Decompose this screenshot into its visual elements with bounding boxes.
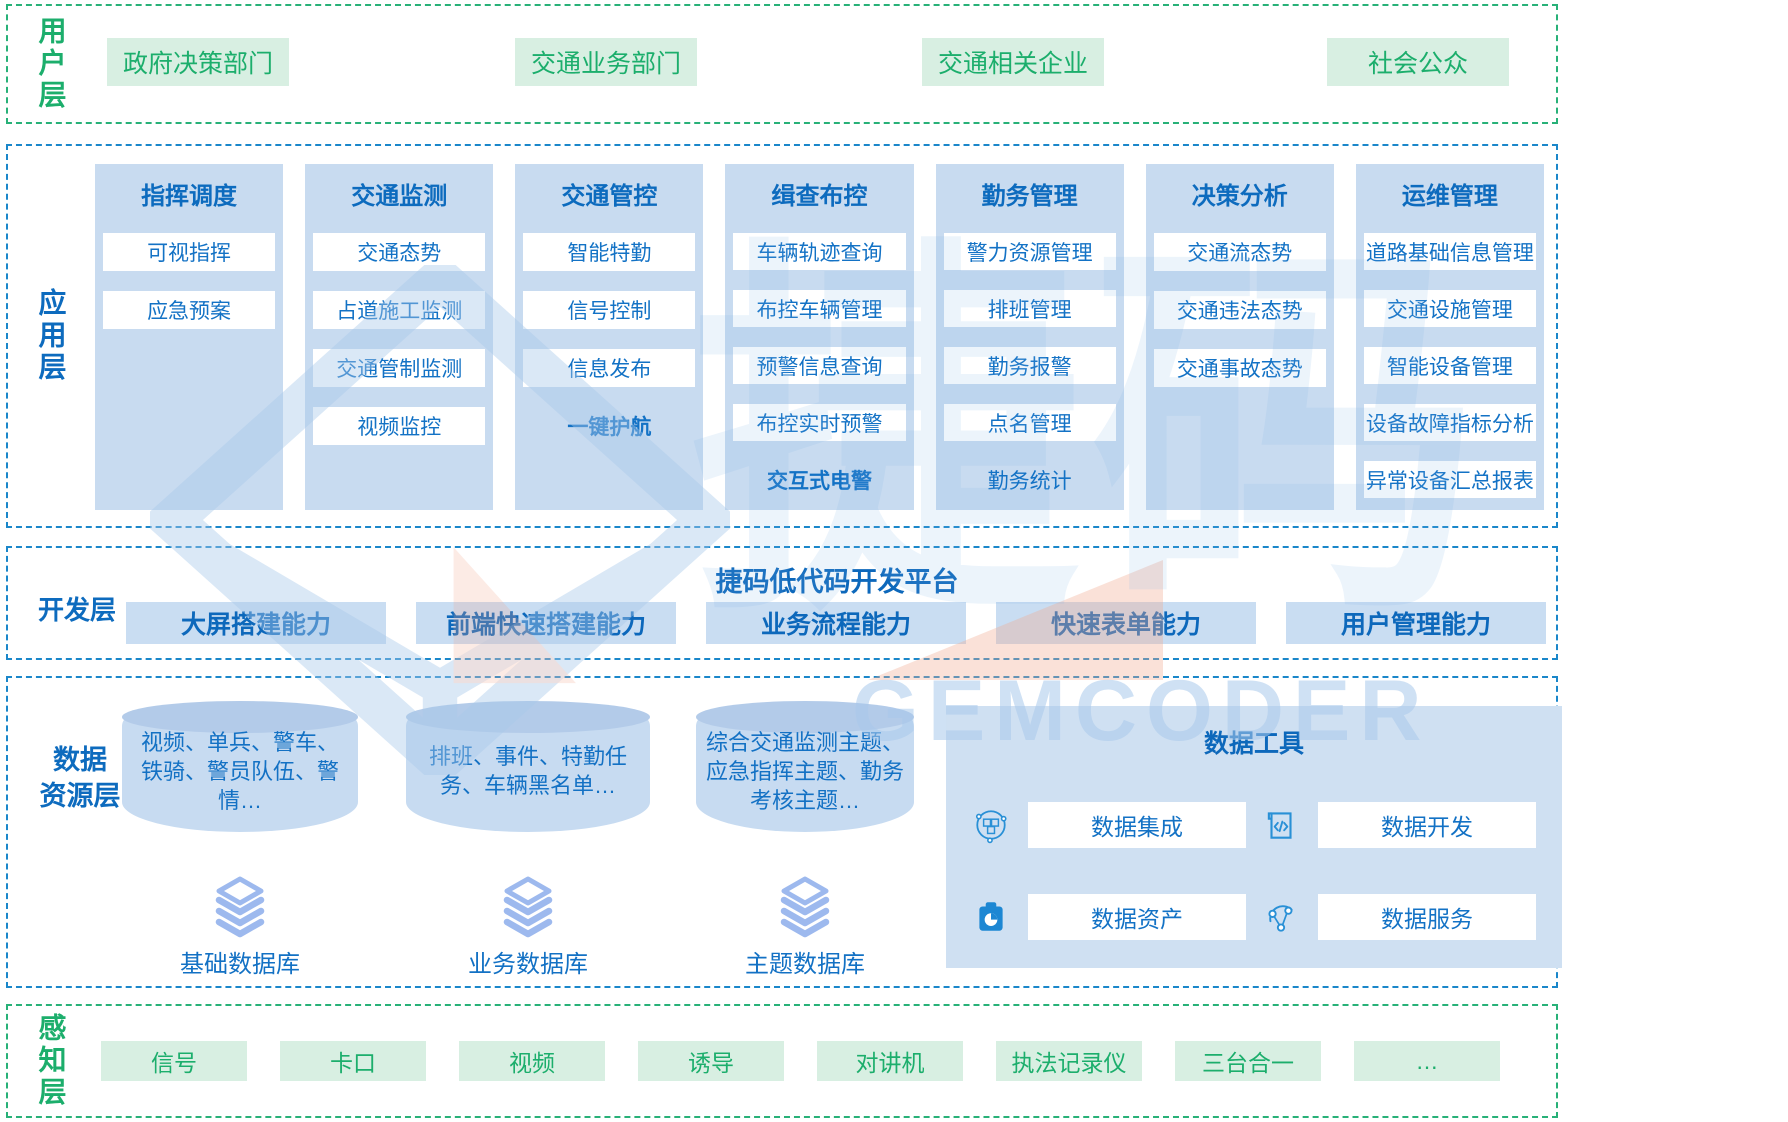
module-box: 占道施工监测 — [313, 291, 486, 329]
capability-box-workflow: 业务流程能力 — [706, 602, 966, 644]
capability-box-frontend: 前端快速搭建能力 — [416, 602, 676, 644]
module-box: 信息发布 — [523, 349, 696, 387]
perception-row: 信号 卡口 视频 诱导 对讲机 执法记录仪 三台合一 … — [93, 1006, 1556, 1116]
layers-stack-icon — [503, 876, 553, 938]
database-name-theme: 主题数据库 — [745, 951, 865, 978]
column-title: 交通管控 — [561, 183, 658, 210]
device-box-guidance: 诱导 — [638, 1041, 784, 1081]
module-box: 勤务统计 — [987, 469, 1072, 493]
app-column-ops-management: 运维管理 道路基础信息管理 交通设施管理 智能设备管理 设备故障指标分析 异常设… — [1355, 164, 1544, 510]
user-layer: 用户层 政府决策部门 交通业务部门 交通相关企业 社会公众 — [6, 4, 1558, 124]
tool-box-data-services: 数据服务 — [1318, 894, 1536, 940]
app-column-decision-analysis: 决策分析 交通流态势 交通违法态势 交通事故态势 — [1145, 164, 1334, 510]
application-layer: 应用层 指挥调度 可视指挥 应急预案 交通监测 交通态势 占道施工监测 交通管制… — [6, 144, 1558, 528]
data-tools-title: 数据工具 — [1203, 730, 1304, 758]
capability-box-bigscreen: 大屏搭建能力 — [126, 602, 386, 644]
module-box: 警力资源管理 — [943, 233, 1116, 270]
column-title: 勤务管理 — [981, 183, 1078, 210]
capability-box-forms: 快速表单能力 — [996, 602, 1256, 644]
application-layer-label: 应用层 — [35, 288, 67, 384]
module-box: 排班管理 — [943, 290, 1116, 327]
module-box: 布控车辆管理 — [733, 290, 906, 327]
capability-box-usermgmt: 用户管理能力 — [1286, 602, 1546, 644]
platform-title: 捷码低代码开发平台 — [715, 567, 959, 597]
data-resource-layer-label: 数据 资源层 — [39, 745, 121, 812]
app-column-traffic-control: 交通管控 智能特勤 信号控制 信息发布 一键护航 — [515, 164, 704, 510]
module-box: 智能设备管理 — [1363, 347, 1536, 384]
module-box: 车辆轨迹查询 — [733, 233, 906, 270]
device-box-bodycam: 执法记录仪 — [996, 1041, 1142, 1081]
tool-box-data-development: 数据开发 — [1318, 802, 1536, 848]
database-content: 排班、事件、特勤任务、车辆黑名单… — [428, 744, 627, 799]
database-name-business: 业务数据库 — [468, 951, 588, 978]
application-columns: 指挥调度 可视指挥 应急预案 交通监测 交通态势 占道施工监测 交通管制监测 视… — [93, 146, 1556, 526]
device-box-more: … — [1354, 1041, 1500, 1081]
database-content: 视频、单兵、警车、铁骑、警员队伍、警情… — [140, 730, 339, 814]
development-layer-label: 开发层 — [38, 595, 117, 625]
module-box: 交通事故态势 — [1153, 349, 1326, 387]
user-group-traffic-biz: 交通业务部门 — [515, 38, 697, 86]
module-box: 异常设备汇总报表 — [1363, 461, 1536, 498]
module-box: 智能特勤 — [523, 233, 696, 271]
user-group-government: 政府决策部门 — [107, 38, 289, 86]
device-box-three-in-one: 三台合一 — [1175, 1041, 1321, 1081]
share-nodes-icon — [1262, 898, 1300, 936]
module-box: 视频监控 — [313, 407, 486, 445]
data-resource-layer: 数据 资源层 视频、单兵、警车、铁骑、警员队伍、警情… 排班、事件、特勤任务、车… — [6, 676, 1562, 988]
app-column-duty-management: 勤务管理 警力资源管理 排班管理 勤务报警 点名管理 勤务统计 — [935, 164, 1124, 510]
code-window-icon — [1262, 806, 1300, 844]
module-box: 勤务报警 — [943, 347, 1116, 384]
perception-layer-label: 感知层 — [35, 1013, 67, 1109]
app-column-command-dispatch: 指挥调度 可视指挥 应急预案 — [95, 164, 284, 510]
device-box-checkpoint: 卡口 — [280, 1041, 426, 1081]
cubes-network-icon — [972, 806, 1010, 844]
module-box: 交通态势 — [313, 233, 486, 271]
perception-layer: 感知层 信号 卡口 视频 诱导 对讲机 执法记录仪 三台合一 … — [6, 1004, 1558, 1118]
module-box: 设备故障指标分析 — [1363, 404, 1536, 441]
module-box: 信号控制 — [523, 291, 696, 329]
module-box: 道路基础信息管理 — [1363, 233, 1536, 270]
device-box-signal: 信号 — [101, 1041, 247, 1081]
layers-stack-icon — [780, 876, 830, 938]
module-box: 交通违法态势 — [1153, 291, 1326, 329]
column-title: 决策分析 — [1191, 183, 1288, 210]
database-cylinder-basic: 视频、单兵、警车、铁骑、警员队伍、警情… — [122, 701, 358, 832]
user-layer-label: 用户层 — [35, 16, 67, 112]
module-box: 交通管制监测 — [313, 349, 486, 387]
app-column-investigation-control: 缉查布控 车辆轨迹查询 布控车辆管理 预警信息查询 布控实时预警 交互式电警 — [725, 164, 914, 510]
clipboard-chart-icon — [972, 898, 1010, 936]
module-box: 布控实时预警 — [733, 404, 906, 441]
user-layer-row: 政府决策部门 交通业务部门 交通相关企业 社会公众 — [93, 6, 1556, 122]
module-box: 一键护航 — [567, 416, 652, 439]
app-column-traffic-monitoring: 交通监测 交通态势 占道施工监测 交通管制监测 视频监控 — [305, 164, 494, 510]
module-box: 交互式电警 — [766, 469, 872, 493]
module-box: 可视指挥 — [103, 233, 276, 271]
capability-row: 大屏搭建能力 前端快速搭建能力 业务流程能力 快速表单能力 用户管理能力 — [126, 602, 1546, 644]
layers-stack-icon — [215, 876, 265, 938]
device-box-intercom: 对讲机 — [817, 1041, 963, 1081]
user-group-enterprise: 交通相关企业 — [922, 38, 1104, 86]
development-layer: 开发层 捷码低代码开发平台 大屏搭建能力 前端快速搭建能力 业务流程能力 快速表… — [6, 546, 1558, 660]
column-title: 指挥调度 — [141, 183, 238, 210]
data-tools-grid: 数据集成 数据开发 — [972, 802, 1536, 940]
column-title: 运维管理 — [1401, 183, 1498, 210]
data-tools-panel: 数据工具 数据集成 — [946, 706, 1562, 968]
database-cylinder-theme: 综合交通监测主题、应急指挥主题、勤务考核主题… — [696, 701, 914, 832]
user-group-public: 社会公众 — [1327, 38, 1509, 86]
database-cylinder-business: 排班、事件、特勤任务、车辆黑名单… — [406, 701, 650, 832]
column-title: 交通监测 — [351, 183, 448, 210]
database-name-basic: 基础数据库 — [180, 951, 300, 978]
module-box: 交通设施管理 — [1363, 290, 1536, 327]
module-box: 交通流态势 — [1153, 233, 1326, 271]
device-box-video: 视频 — [459, 1041, 605, 1081]
tool-box-data-assets: 数据资产 — [1028, 894, 1246, 940]
module-box: 应急预案 — [103, 291, 276, 329]
database-content: 综合交通监测主题、应急指挥主题、勤务考核主题… — [706, 730, 905, 814]
column-title: 缉查布控 — [771, 183, 868, 210]
module-box: 点名管理 — [943, 404, 1116, 441]
module-box: 预警信息查询 — [733, 347, 906, 384]
tool-box-data-integration: 数据集成 — [1028, 802, 1246, 848]
